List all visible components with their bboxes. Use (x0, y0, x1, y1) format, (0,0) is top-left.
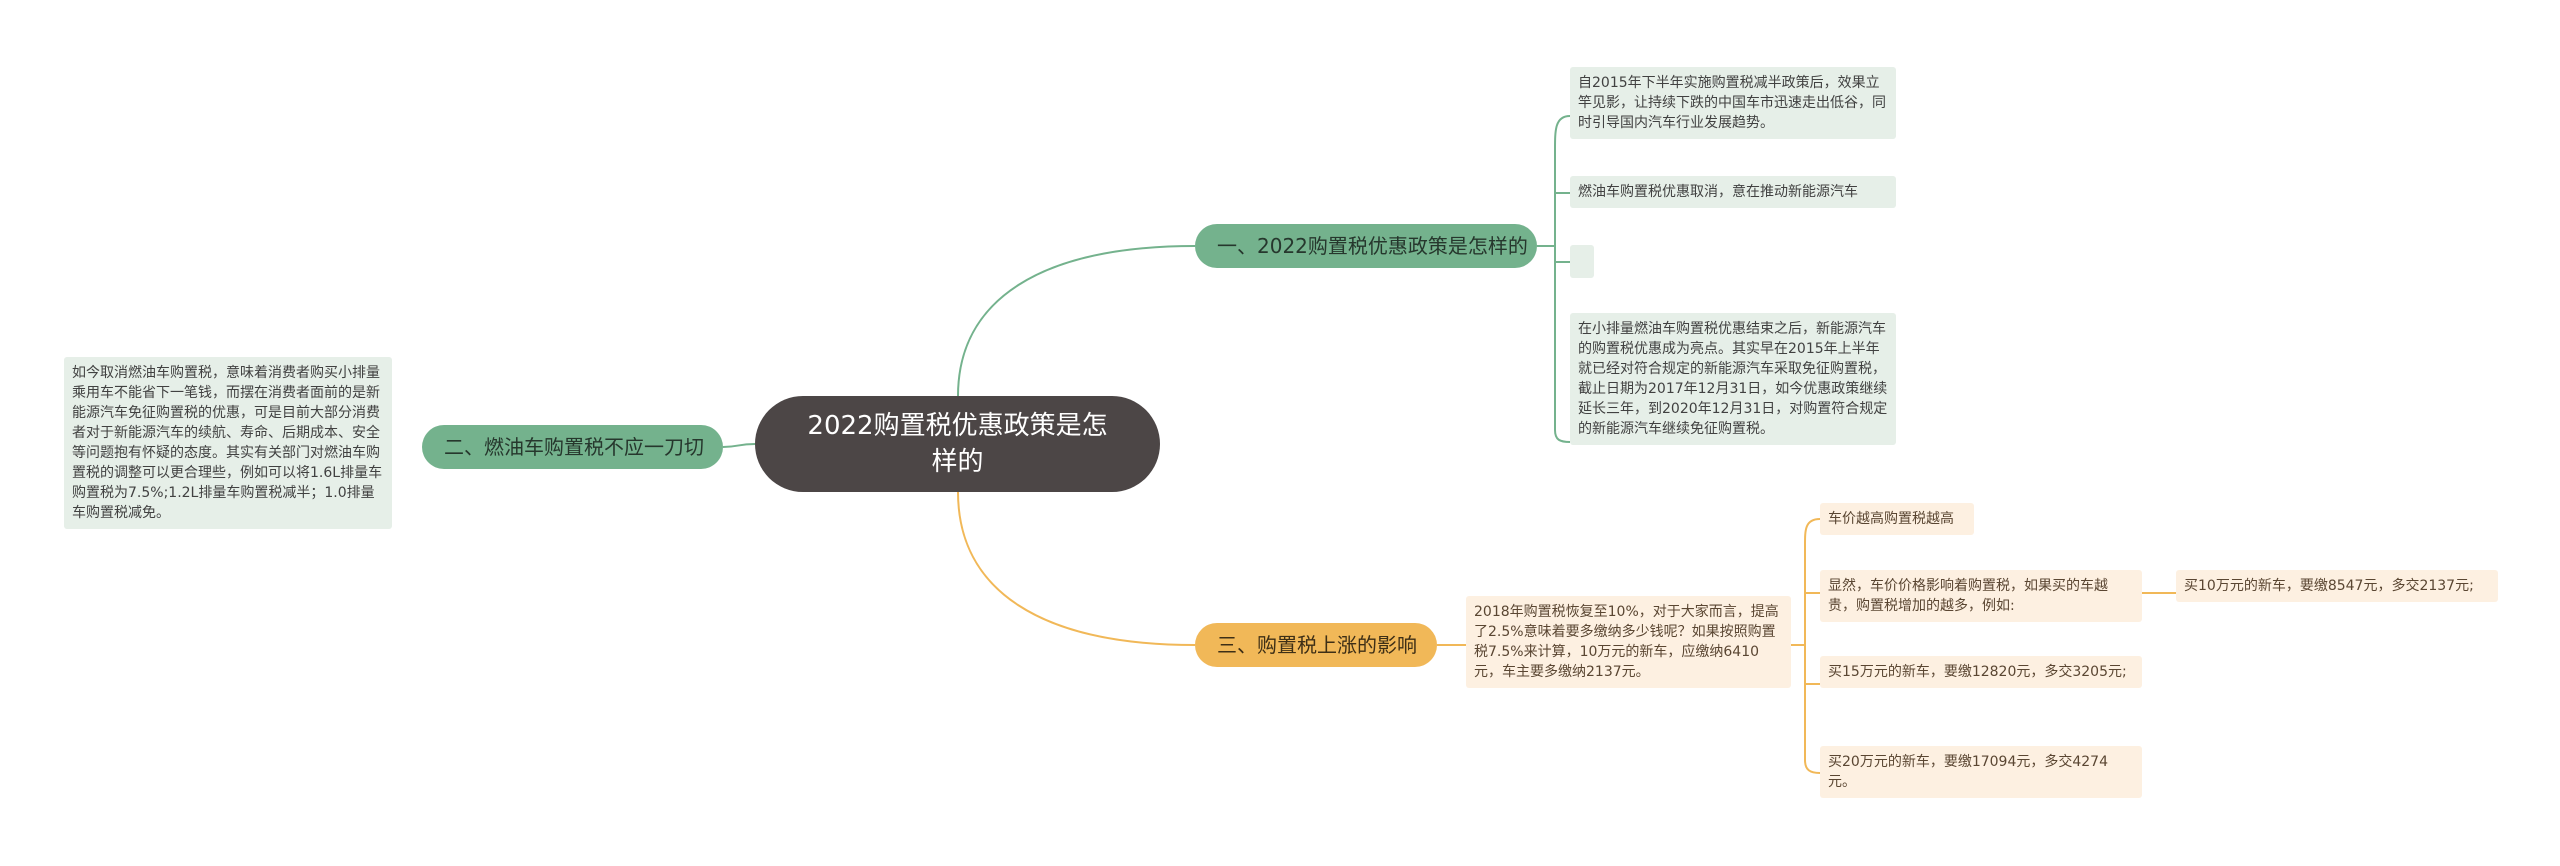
b3-leaf-1[interactable]: 车价越高购置税越高 (1820, 503, 1974, 535)
branch-2-topic[interactable]: 二、燃油车购置税不应一刀切 (422, 425, 723, 469)
b3-mid-text: 2018年购置税恢复至10%，对于大家而言，提高了2.5%意味着要多缴纳多少钱呢… (1474, 604, 1779, 680)
b3-mid-node[interactable]: 2018年购置税恢复至10%，对于大家而言，提高了2.5%意味着要多缴纳多少钱呢… (1466, 596, 1791, 688)
b3-sub-leaf[interactable]: 买10万元的新车，要缴8547元，多交2137元; (2176, 570, 2498, 602)
b3-leaf-2[interactable]: 显然，车价价格影响着购置税，如果买的车越贵，购置税增加的越多，例如: (1820, 570, 2142, 622)
branch-2-label: 二、燃油车购置税不应一刀切 (444, 435, 704, 459)
link-root-b1 (957, 245, 1196, 397)
branch-3-topic[interactable]: 三、购置税上涨的影响 (1195, 623, 1437, 667)
link-mid-leaves (1791, 518, 1821, 774)
b3-leaf-4-text: 买20万元的新车，要缴17094元，多交4274元。 (1828, 754, 2108, 790)
link-root-b2 (722, 443, 756, 448)
b1-leaf-1-text: 自2015年下半年实施购置税减半政策后，效果立竿见影，让持续下跌的中国车市迅速走… (1578, 75, 1886, 131)
b1-leaf-2[interactable]: 燃油车购置税优惠取消，意在推动新能源汽车 (1570, 176, 1896, 208)
b3-sub-leaf-text: 买10万元的新车，要缴8547元，多交2137元; (2184, 578, 2474, 594)
b1-leaf-3[interactable] (1570, 245, 1594, 278)
b2-leaf-1[interactable]: 如今取消燃油车购置税，意味着消费者购买小排量乘用车不能省下一笔钱，而摆在消费者面… (64, 357, 392, 529)
b3-leaf-1-text: 车价越高购置税越高 (1828, 511, 1954, 527)
b1-leaf-2-text: 燃油车购置税优惠取消，意在推动新能源汽车 (1578, 184, 1858, 200)
b1-leaf-4[interactable]: 在小排量燃油车购置税优惠结束之后，新能源汽车的购置税优惠成为亮点。其实早在201… (1570, 313, 1896, 445)
b3-leaf-3[interactable]: 买15万元的新车，要缴12820元，多交3205元; (1820, 656, 2142, 688)
b3-leaf-2-text: 显然，车价价格影响着购置税，如果买的车越贵，购置税增加的越多，例如: (1828, 578, 2108, 614)
root-topic[interactable]: 2022购置税优惠政策是怎样的 (755, 396, 1160, 492)
root-title: 2022购置税优惠政策是怎样的 (807, 411, 1108, 477)
branch-1-topic[interactable]: 一、2022购置税优惠政策是怎样的 (1195, 224, 1537, 268)
b2-leaf-1-text: 如今取消燃油车购置税，意味着消费者购买小排量乘用车不能省下一笔钱，而摆在消费者面… (72, 365, 383, 521)
b3-leaf-3-text: 买15万元的新车，要缴12820元，多交3205元; (1828, 664, 2127, 680)
branch-1-label: 一、2022购置税优惠政策是怎样的 (1217, 234, 1528, 258)
b1-leaf-1[interactable]: 自2015年下半年实施购置税减半政策后，效果立竿见影，让持续下跌的中国车市迅速走… (1570, 67, 1896, 139)
b1-leaf-4-text: 在小排量燃油车购置税优惠结束之后，新能源汽车的购置税优惠成为亮点。其实早在201… (1578, 321, 1888, 437)
branch-3-label: 三、购置税上涨的影响 (1217, 633, 1417, 657)
link-b1-leaves (1537, 115, 1571, 443)
link-root-b3 (957, 491, 1196, 646)
b3-leaf-4[interactable]: 买20万元的新车，要缴17094元，多交4274元。 (1820, 746, 2142, 798)
